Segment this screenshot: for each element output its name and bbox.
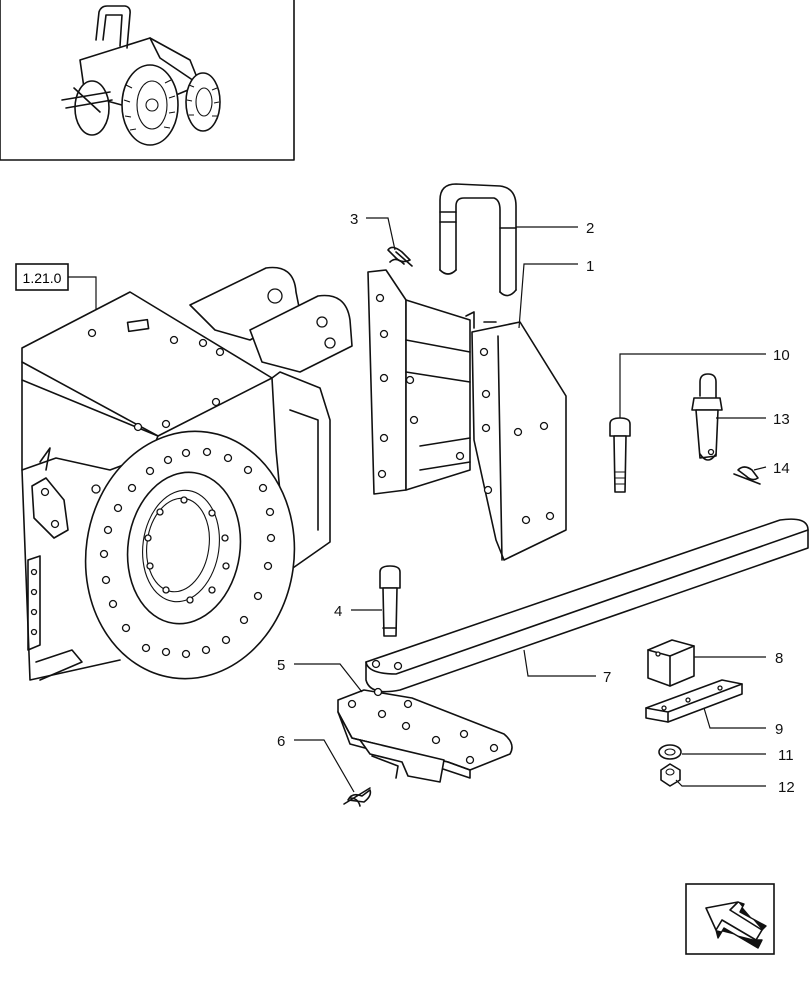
block-8	[647, 639, 695, 687]
callout-11: 11	[778, 747, 794, 764]
u-clip	[439, 183, 517, 297]
leader-lines	[294, 217, 767, 793]
callout-14: 14	[773, 460, 790, 477]
callout-9: 9	[775, 721, 783, 738]
plate-9	[645, 679, 743, 723]
callout-2: 2	[586, 220, 594, 237]
callout-6: 6	[277, 733, 285, 750]
callout-3: 3	[350, 211, 358, 228]
callout-13: 13	[773, 411, 790, 428]
bolt-10	[609, 417, 631, 493]
callout-12: 12	[778, 779, 795, 796]
nut-12	[660, 763, 681, 787]
reference-label: 1.21.0	[23, 270, 62, 286]
pin-13	[691, 373, 723, 461]
snap-pin-3	[387, 246, 413, 267]
support-bracket	[367, 269, 567, 561]
pin-4	[379, 565, 401, 637]
callout-10: 10	[773, 347, 790, 364]
callout-7: 7	[603, 669, 611, 686]
tractor-icon	[61, 5, 221, 146]
washer-11	[658, 744, 682, 760]
drawbar-jaw	[337, 687, 513, 783]
callout-4: 4	[334, 603, 342, 620]
callout-1: 1	[586, 258, 594, 275]
back-button[interactable]	[685, 883, 775, 955]
drawbar	[365, 518, 809, 693]
reference-box[interactable]: 1.21.0	[15, 263, 97, 318]
back-arrow-icon	[705, 901, 767, 949]
callout-labels: 1 2 3 4 5 6 7 8 9 10 11 12 13 14	[277, 211, 795, 796]
rear-axle-housing	[21, 266, 353, 681]
callout-5: 5	[277, 657, 285, 674]
snap-pin-6	[343, 787, 372, 807]
snap-pin-14	[733, 466, 761, 485]
callout-8: 8	[775, 650, 783, 667]
tractor-thumbnail	[0, 0, 295, 161]
